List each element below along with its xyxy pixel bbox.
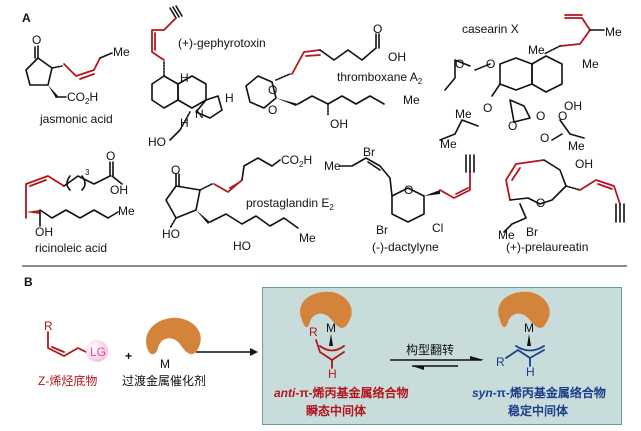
panel-a-letter: A — [22, 11, 31, 25]
atom-label: Br — [363, 145, 375, 159]
atom-label: Me — [582, 57, 599, 71]
atom-label: H — [180, 116, 189, 130]
ricinoleic-acid-structure — [25, 161, 123, 227]
atom-label: H — [225, 91, 234, 105]
atom-label: 3 — [85, 168, 90, 177]
atom-label: O — [508, 119, 518, 133]
substrate-label: Z-烯烃底物 — [38, 374, 98, 388]
atom-label: OH — [388, 50, 406, 64]
compound-name-dactylyne: (-)-dactylyne — [372, 240, 439, 254]
casearin-x-structure — [439, 14, 605, 141]
atom-label: CO2H — [281, 153, 313, 169]
compound-name-jasmonic-acid: jasmonic acid — [40, 112, 113, 126]
substrate-structure — [47, 331, 87, 357]
atom-label: O — [558, 109, 568, 123]
atom-label: Br — [526, 225, 538, 239]
prelaureatin-structure — [503, 159, 625, 233]
equilibrium-label: 构型翻转 — [406, 343, 455, 357]
atom-label: O — [536, 109, 546, 123]
atom-label: Me — [113, 45, 130, 59]
compound-name-prelaureatin: (+)-prelaureatin — [506, 240, 589, 254]
panel-divider — [22, 265, 627, 267]
anti-r-label: R — [309, 325, 318, 339]
atom-label: HO — [162, 227, 180, 241]
atom-label: O — [268, 103, 278, 117]
atom-label: OH — [110, 183, 128, 197]
atom-label: N — [195, 107, 204, 121]
compound-name-prostaglandin-e2: prostaglandin E2 — [246, 196, 334, 212]
atom-label: OH — [575, 157, 593, 171]
atom-label: Me — [568, 139, 585, 153]
catalyst-shape — [146, 317, 201, 355]
atom-label: O — [486, 57, 496, 71]
atom-label: Me — [528, 43, 545, 57]
atom-label: HO — [233, 239, 251, 253]
atom-label: Me — [299, 231, 316, 245]
atom-label: Me — [403, 93, 420, 107]
atom-label: O — [536, 196, 546, 210]
syn-sublabel: 稳定中间体 — [508, 404, 569, 418]
compound-name-gephyrotoxin: (+)-gephyrotoxin — [178, 36, 266, 50]
atom-label: CO2H — [67, 90, 99, 106]
substrate-r-label: R — [44, 319, 53, 333]
anti-metal-label: M — [326, 321, 336, 335]
panel-b-letter: B — [24, 275, 33, 289]
atom-label: Me — [605, 25, 622, 39]
atom-label: Br — [376, 223, 388, 237]
compound-name-casearin-x: casearin X — [462, 22, 519, 36]
atom-label: Me — [440, 137, 457, 151]
atom-label: H — [180, 71, 189, 85]
atom-label: OH — [35, 225, 53, 239]
catalyst-metal-label: M — [160, 357, 170, 371]
syn-complex-label: syn-π-烯丙基金属络合物 — [472, 386, 606, 400]
anti-complex-label: anti-π-烯丙基金属络合物 — [274, 386, 409, 400]
jasmonic-acid-structure — [25, 45, 113, 98]
atom-label: HO — [148, 135, 166, 149]
atom-label: O — [540, 131, 550, 145]
atom-label: Me — [455, 107, 472, 121]
prostaglandin-e2-structure — [165, 157, 299, 229]
atom-label: Me — [118, 204, 135, 218]
atom-label: O — [483, 101, 493, 115]
compound-name-ricinoleic-acid: ricinoleic acid — [35, 241, 108, 255]
dactylyne-structure — [339, 154, 475, 223]
atom-label: Cl — [432, 221, 444, 235]
atom-label: O — [171, 163, 181, 177]
atom-label: O — [455, 57, 465, 71]
atom-label: OH — [564, 99, 582, 113]
syn-metal-label: M — [524, 321, 534, 335]
gephyrotoxin-structure — [151, 5, 223, 141]
syn-h-label: H — [526, 365, 535, 379]
reaction-arrow — [196, 348, 258, 356]
leaving-group-label: LG — [90, 345, 107, 359]
leaving-group-sphere — [86, 340, 108, 362]
atom-label: Me — [324, 159, 341, 173]
anti-h-label: H — [328, 367, 337, 381]
atom-label: O — [373, 22, 383, 36]
anti-sublabel: 瞬态中间体 — [306, 404, 367, 418]
plus-sign: + — [125, 349, 133, 363]
thromboxane-structure — [245, 33, 385, 117]
atom-label: Me — [498, 228, 515, 242]
atom-label: O — [404, 183, 414, 197]
atom-label: O — [32, 33, 42, 47]
atom-label: O — [268, 83, 278, 97]
atom-label: OH — [330, 117, 348, 131]
atom-label: O — [106, 149, 116, 163]
syn-r-label: R — [496, 355, 505, 369]
catalyst-label: 过渡金属催化剂 — [122, 374, 207, 388]
compound-name-thromboxane-a2: thromboxane A2 — [337, 70, 423, 86]
